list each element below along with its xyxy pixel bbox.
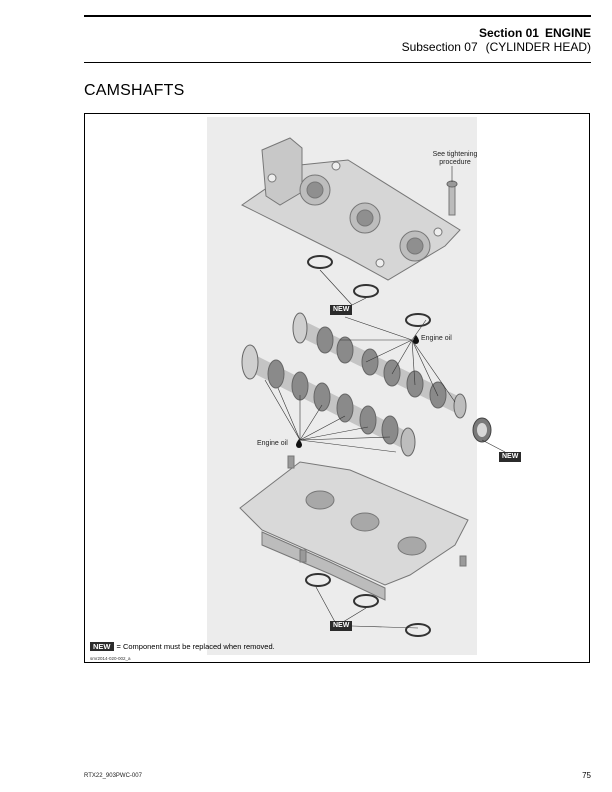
new-badge-upper-rings: NEW: [330, 305, 353, 315]
new-badge-lower-rings: NEW: [330, 621, 353, 631]
legend-text: = Component must be replaced when remove…: [116, 642, 275, 651]
oil-drop-icon: [296, 439, 302, 448]
lower-camshaft: [241, 344, 416, 457]
oil-drop-icon: [413, 335, 419, 344]
subsection-heading: Subsection 07 (CYLINDER HEAD): [402, 40, 591, 54]
subsection-name: (CYLINDER HEAD): [485, 40, 591, 54]
section-label: Section 01: [478, 26, 539, 40]
title-rule: [84, 62, 591, 63]
section-name: ENGINE: [544, 26, 591, 40]
footer-code: RTX22_903PWC-007: [84, 773, 142, 779]
engine-oil-callout-upper: Engine oil: [421, 335, 452, 342]
leader-lines: [264, 166, 506, 629]
lower-o-rings: [305, 573, 431, 637]
upper-o-rings: [307, 255, 431, 327]
header-rule: [84, 15, 591, 17]
upper-camshaft-cover: [241, 137, 461, 281]
upper-camshaft: [292, 312, 467, 419]
subsection-label: Subsection 07: [401, 40, 478, 54]
page-title: CAMSHAFTS: [84, 82, 185, 99]
figure-id: smr2014-020-002_a: [90, 656, 131, 661]
engine-oil-callout-lower: Engine oil: [257, 440, 288, 447]
page-number: 75: [582, 771, 591, 780]
tightening-bolt: [446, 180, 458, 216]
tightening-callout: See tightening procedure: [432, 151, 478, 166]
shaft-seal: [472, 417, 492, 443]
figure-frame: [84, 113, 590, 663]
section-heading: Section 01 ENGINE: [473, 26, 591, 40]
new-badge-seal: NEW: [499, 452, 522, 462]
legend-new-badge: NEW: [90, 642, 114, 651]
lower-camshaft-housing: [239, 455, 469, 601]
figure-legend: NEW= Component must be replaced when rem…: [90, 642, 275, 651]
